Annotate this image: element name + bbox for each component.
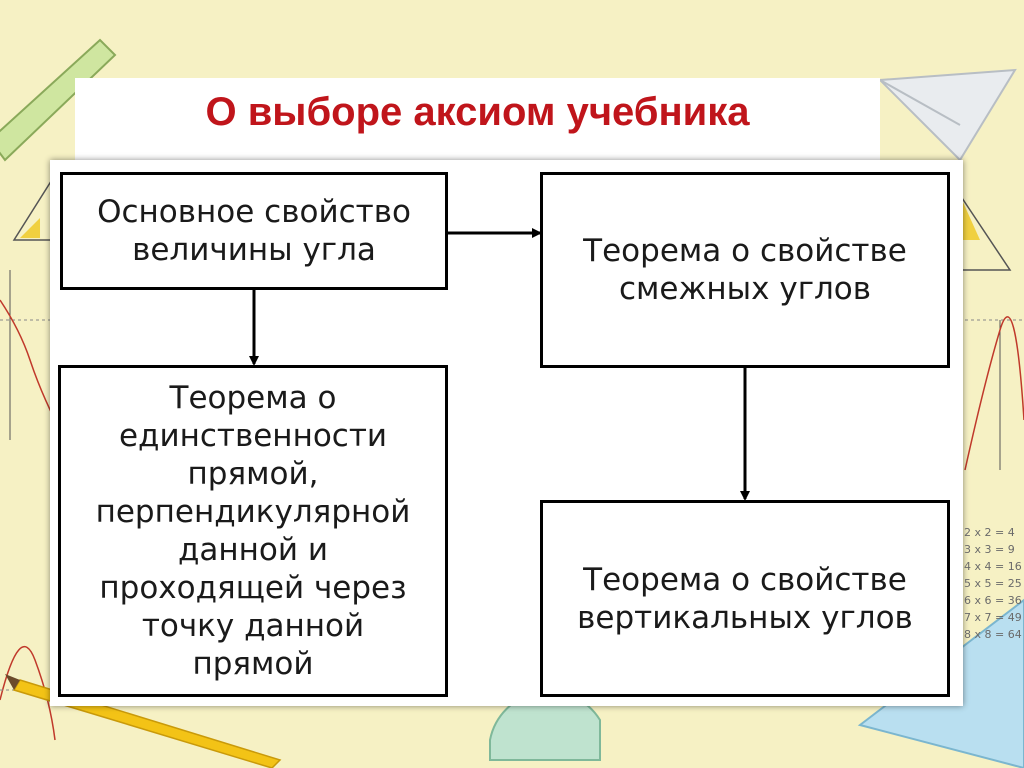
node-label: Теорема о единственности прямой, перпенд… [95, 380, 411, 682]
times-table-line: 8 x 8 = 64 [964, 628, 1022, 641]
times-table-line: 5 x 5 = 25 [964, 577, 1022, 590]
node-adjacent-angles: Теорема о свойстве смежных углов [540, 172, 950, 368]
times-table-line: 6 x 6 = 36 [964, 594, 1022, 607]
title-band [75, 78, 880, 160]
times-table-doodle: 2 x 2 = 4 3 x 3 = 9 4 x 4 = 16 5 x 5 = 2… [964, 524, 1024, 643]
paper-plane-icon [877, 68, 1017, 162]
times-table-line: 7 x 7 = 49 [964, 611, 1022, 624]
node-label: Теорема о свойстве смежных углов [583, 233, 907, 307]
node-uniqueness-perpendicular: Теорема о единственности прямой, перпенд… [58, 365, 448, 697]
node-label: Теорема о свойстве вертикальных углов [577, 561, 913, 636]
ruler-icon [0, 38, 117, 162]
node-basic-property: Основное свойство величины угла [60, 172, 448, 290]
triangle-sketch-icon [12, 172, 56, 241]
node-vertical-angles: Теорема о свойстве вертикальных углов [540, 500, 950, 697]
triangle-sketch-icon [959, 192, 1012, 271]
slide-title: О выборе аксиом учебника [205, 90, 750, 134]
node-label: Основное свойство величины угла [97, 194, 411, 268]
times-table-line: 3 x 3 = 9 [964, 543, 1015, 556]
graph-sketch-icon [0, 270, 1024, 741]
times-table-line: 4 x 4 = 16 [964, 560, 1022, 573]
times-table-line: 2 x 2 = 4 [964, 526, 1015, 539]
